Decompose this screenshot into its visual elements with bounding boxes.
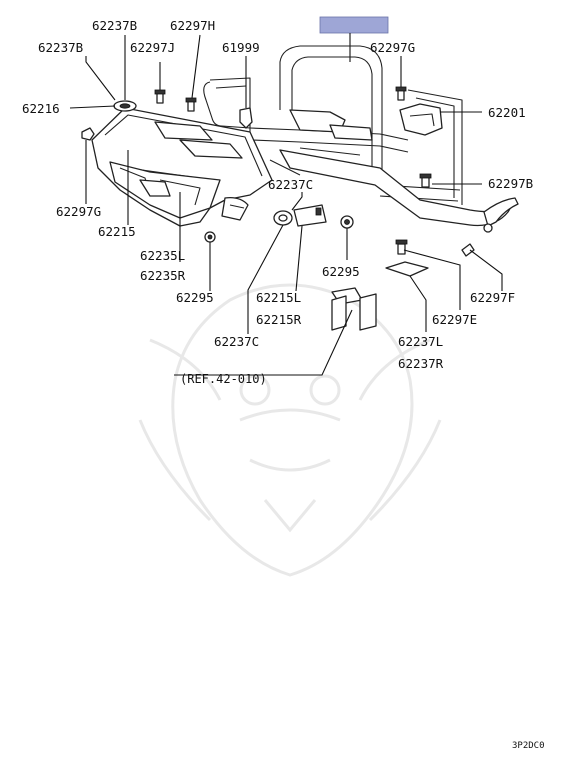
label-62297H: 62297H bbox=[170, 18, 215, 33]
bumper-cover bbox=[91, 107, 273, 227]
bolt-62297B bbox=[419, 173, 432, 188]
label-62297B: 62297B bbox=[488, 176, 533, 191]
nut-62295-mid bbox=[340, 215, 354, 229]
plate-62237L bbox=[385, 261, 429, 277]
bracket-62215L bbox=[293, 204, 327, 227]
label-61999: 61999 bbox=[222, 40, 260, 55]
label-62215L: 62215L bbox=[256, 290, 301, 305]
ring-62237C bbox=[273, 210, 293, 226]
label-62297F: 62297F bbox=[470, 290, 515, 305]
bolt-62297H bbox=[185, 97, 197, 112]
bolt-62297F bbox=[461, 243, 475, 257]
label-62235L: 62235L bbox=[140, 248, 185, 263]
bolt-62297E bbox=[395, 239, 408, 255]
label-ref-42-010: (REF.42-010) bbox=[180, 372, 267, 386]
label-62297J: 62297J bbox=[130, 40, 175, 55]
label-62237C-mid: 62237C bbox=[268, 177, 313, 192]
label-62295-left: 62295 bbox=[176, 290, 214, 305]
grommet-part bbox=[113, 100, 137, 112]
part-labels: 62237B 62297H 62237B 62297J 61999 62297G… bbox=[22, 18, 545, 751]
clip-61999 bbox=[239, 107, 253, 129]
label-62215: 62215 bbox=[98, 224, 136, 239]
header-highlight-box bbox=[319, 16, 389, 34]
diagram-code: 3P2DC0 bbox=[512, 741, 545, 751]
bolt-62297G-top bbox=[395, 86, 407, 101]
label-62237B-left: 62237B bbox=[38, 40, 83, 55]
guard-frame bbox=[203, 45, 519, 233]
leader-lines bbox=[69, 34, 503, 376]
label-62237C-low: 62237C bbox=[214, 334, 259, 349]
fastener-62297G-left bbox=[81, 127, 95, 141]
watermark-emblem bbox=[138, 283, 442, 577]
label-62216: 62216 bbox=[22, 101, 60, 116]
bolt-62297J bbox=[154, 89, 166, 104]
label-62237B-top: 62237B bbox=[92, 18, 137, 33]
label-62235R: 62235R bbox=[140, 268, 186, 283]
label-62297E: 62297E bbox=[432, 312, 477, 327]
ref-parts bbox=[331, 287, 377, 331]
bracket-62201 bbox=[399, 103, 443, 136]
label-62295-mid: 62295 bbox=[322, 264, 360, 279]
label-62297G-left: 62297G bbox=[56, 204, 101, 219]
label-62237L: 62237L bbox=[398, 334, 443, 349]
label-62215R: 62215R bbox=[256, 312, 302, 327]
label-62237R: 62237R bbox=[398, 356, 444, 371]
label-62297G-top: 62297G bbox=[370, 40, 415, 55]
nut-62295-left bbox=[204, 231, 216, 243]
label-62201: 62201 bbox=[488, 105, 526, 120]
